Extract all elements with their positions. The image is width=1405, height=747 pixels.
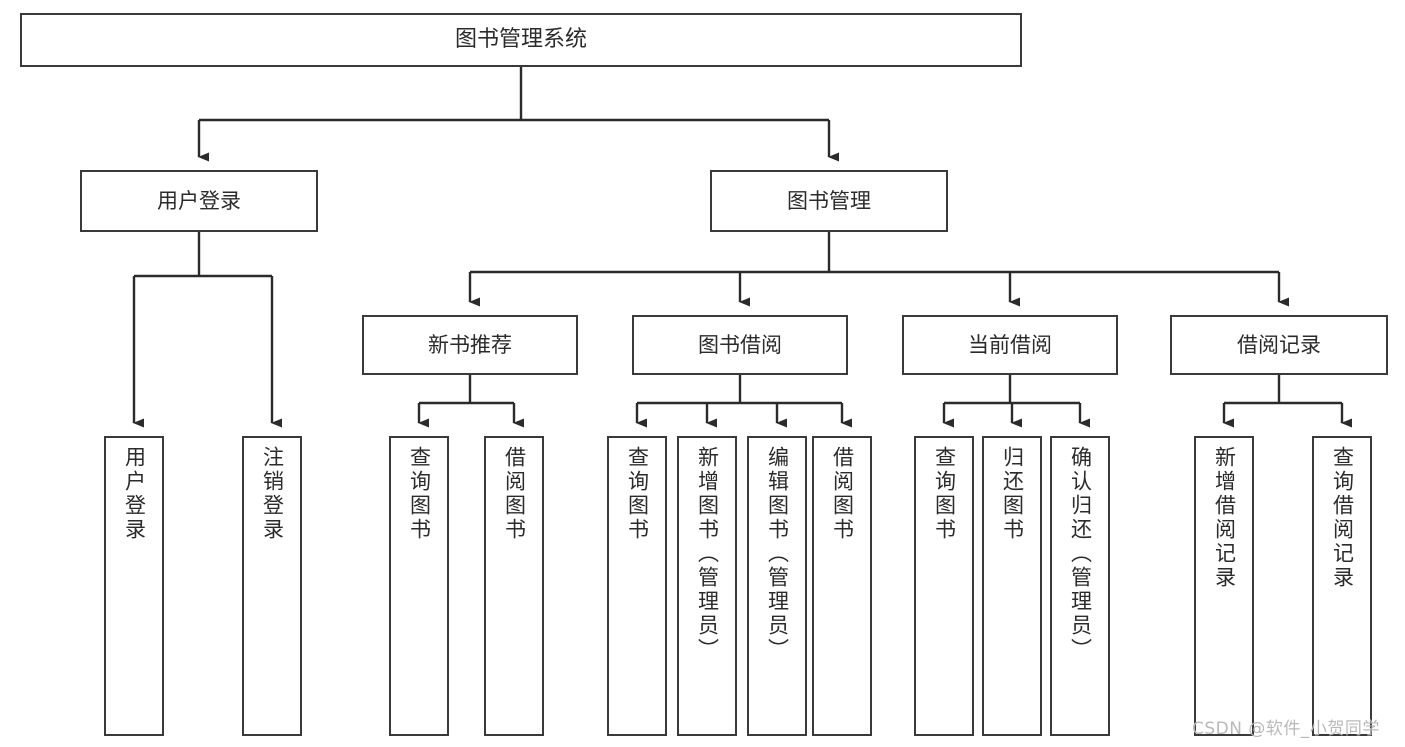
node-leaf-query-book-3-label: 查询图书: [932, 446, 957, 542]
node-leaf-query-record-label: 查询借阅记录: [1330, 446, 1355, 590]
node-new-book-recommend[interactable]: 新书推荐: [362, 315, 578, 375]
node-book-manage-label: 图书管理: [787, 188, 871, 213]
node-current-borrow-label: 当前借阅: [968, 332, 1052, 357]
node-leaf-edit-book[interactable]: 编辑图书（管理员）: [747, 436, 807, 736]
node-root-label: 图书管理系统: [454, 27, 587, 53]
csdn-watermark: CSDN @软件_小贺同学: [1192, 719, 1380, 739]
node-leaf-confirm-return-label: 确认归还（管理员）: [1068, 446, 1093, 662]
node-leaf-add-book[interactable]: 新增图书（管理员）: [677, 436, 737, 736]
node-book-borrow[interactable]: 图书借阅: [632, 315, 848, 375]
node-leaf-borrow-book-2[interactable]: 借阅图书: [812, 436, 872, 736]
node-leaf-query-book-2[interactable]: 查询图书: [607, 436, 667, 736]
node-leaf-query-book-2-label: 查询图书: [625, 446, 650, 542]
node-user-login[interactable]: 用户登录: [80, 170, 318, 232]
node-borrow-record-label: 借阅记录: [1237, 332, 1321, 357]
node-leaf-query-book-1[interactable]: 查询图书: [389, 436, 449, 736]
node-user-login-label: 用户登录: [157, 188, 241, 213]
node-leaf-user-login-label: 用户登录: [122, 446, 147, 542]
node-current-borrow[interactable]: 当前借阅: [902, 315, 1118, 375]
node-leaf-logout-label: 注销登录: [260, 446, 285, 542]
node-new-book-recommend-label: 新书推荐: [428, 332, 512, 357]
node-leaf-borrow-book-1-label: 借阅图书: [502, 446, 527, 542]
node-leaf-logout[interactable]: 注销登录: [242, 436, 302, 736]
node-leaf-add-record-label: 新增借阅记录: [1212, 446, 1237, 590]
node-leaf-query-book-1-label: 查询图书: [407, 446, 432, 542]
node-leaf-borrow-book-2-label: 借阅图书: [830, 446, 855, 542]
node-book-borrow-label: 图书借阅: [698, 332, 782, 357]
node-borrow-record[interactable]: 借阅记录: [1170, 315, 1388, 375]
node-leaf-confirm-return[interactable]: 确认归还（管理员）: [1050, 436, 1110, 736]
node-leaf-query-book-3[interactable]: 查询图书: [914, 436, 974, 736]
node-leaf-borrow-book-1[interactable]: 借阅图书: [484, 436, 544, 736]
node-leaf-add-record[interactable]: 新增借阅记录: [1194, 436, 1254, 736]
node-leaf-return-book-label: 归还图书: [1000, 446, 1025, 542]
node-leaf-edit-book-label: 编辑图书（管理员）: [765, 446, 790, 662]
node-root[interactable]: 图书管理系统: [20, 13, 1022, 67]
node-leaf-query-record[interactable]: 查询借阅记录: [1312, 436, 1372, 736]
node-leaf-return-book[interactable]: 归还图书: [982, 436, 1042, 736]
node-book-manage[interactable]: 图书管理: [710, 170, 948, 232]
node-leaf-add-book-label: 新增图书（管理员）: [695, 446, 720, 662]
node-leaf-user-login[interactable]: 用户登录: [104, 436, 164, 736]
